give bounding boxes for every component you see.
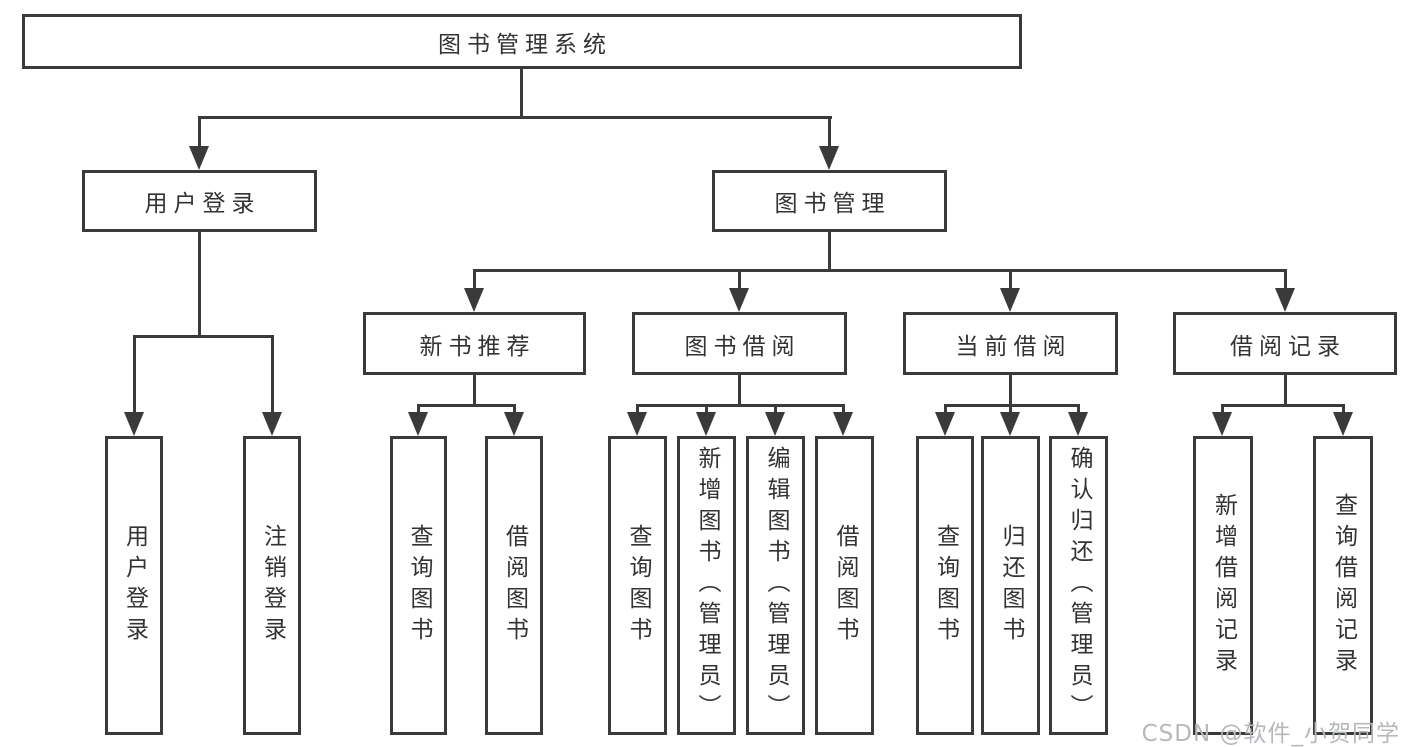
leaf-return-books-label: 归还图书: [998, 523, 1024, 648]
arrow-down-icon: [408, 412, 428, 436]
arrow-down-icon: [262, 412, 282, 436]
leaf-query-books-recommend-label: 查询图书: [406, 523, 432, 648]
node-borrow-records-label: 借阅记录: [1230, 333, 1346, 360]
arrow-down-icon: [1068, 412, 1088, 436]
leaf-query-borrow-record-label: 查询借阅记录: [1330, 492, 1357, 679]
connector-line: [705, 404, 708, 416]
connector-line: [1342, 404, 1345, 416]
arrow-down-icon: [765, 412, 785, 436]
arrow-down-icon: [504, 412, 524, 436]
connector-line: [1284, 269, 1287, 291]
connector-line: [944, 404, 1080, 407]
leaf-user-login-label: 用户登录: [121, 523, 148, 648]
connector-line: [271, 335, 274, 415]
leaf-user-login: 用户登录: [105, 436, 163, 735]
arrow-down-icon: [1000, 412, 1020, 436]
leaf-borrow-books-recommend-label: 借阅图书: [501, 523, 528, 648]
node-user-login: 用户登录: [82, 170, 317, 232]
leaf-return-books: 归还图书: [981, 436, 1040, 735]
leaf-logout: 注销登录: [243, 436, 301, 735]
node-book-management: 图书管理: [712, 170, 947, 232]
connector-line: [1009, 375, 1012, 407]
connector-line: [133, 335, 136, 415]
connector-line: [774, 404, 777, 416]
node-root: 图书管理系统: [22, 14, 1022, 69]
arrow-down-icon: [124, 412, 144, 436]
node-current-borrow: 当前借阅: [903, 312, 1118, 375]
connector-line: [473, 269, 1286, 272]
connector-line: [198, 116, 832, 119]
leaf-logout-label: 注销登录: [259, 523, 286, 648]
node-root-label: 图书管理系统: [438, 31, 612, 58]
watermark: CSDN @软件_小贺同学: [1141, 721, 1400, 747]
connector-line: [636, 404, 845, 407]
arrow-down-icon: [1275, 288, 1295, 312]
connector-line: [1009, 404, 1012, 416]
connector-line: [1009, 269, 1012, 291]
node-current-borrow-label: 当前借阅: [955, 333, 1072, 360]
connector-line: [513, 404, 516, 416]
arrow-down-icon: [833, 412, 853, 436]
connector-line: [198, 232, 201, 338]
arrow-down-icon: [1212, 412, 1232, 436]
connector-line: [1221, 404, 1345, 407]
connector-line: [417, 404, 516, 407]
leaf-query-books-borrow-label: 查询图书: [625, 523, 651, 648]
connector-line: [1221, 404, 1224, 416]
leaf-query-borrow-record: 查询借阅记录: [1313, 436, 1373, 735]
connector-line: [417, 404, 420, 416]
connector-line: [944, 404, 947, 416]
connector-line: [133, 335, 274, 338]
arrow-down-icon: [627, 412, 647, 436]
leaf-query-books-current: 查询图书: [916, 436, 974, 735]
arrow-down-icon: [189, 146, 209, 170]
node-book-borrow-label: 图书借阅: [684, 333, 801, 360]
arrow-down-icon: [696, 412, 716, 436]
leaf-query-books-borrow: 查询图书: [608, 436, 667, 735]
arrow-down-icon: [1333, 412, 1353, 436]
leaf-query-books-recommend: 查询图书: [390, 436, 447, 735]
connector-line: [198, 116, 201, 150]
leaf-add-books-admin-label: 新增图书（管理员）: [694, 446, 720, 725]
connector-line: [473, 375, 476, 407]
node-new-book-recommend-label: 新书推荐: [419, 333, 536, 360]
leaf-add-borrow-record: 新增借阅记录: [1193, 436, 1253, 735]
connector-line: [473, 269, 476, 291]
node-book-borrow: 图书借阅: [632, 312, 847, 375]
leaf-edit-books-admin: 编辑图书（管理员）: [746, 436, 805, 735]
leaf-confirm-return-admin-label: 确认归还（管理员）: [1066, 446, 1092, 725]
leaf-query-books-current-label: 查询图书: [932, 523, 959, 648]
node-user-login-label: 用户登录: [144, 191, 261, 217]
node-borrow-records: 借阅记录: [1173, 312, 1397, 375]
connector-line: [828, 232, 831, 272]
arrow-down-icon: [729, 288, 749, 312]
node-new-book-recommend: 新书推荐: [363, 312, 586, 375]
arrow-down-icon: [1000, 288, 1020, 312]
leaf-borrow-books-recommend: 借阅图书: [485, 436, 543, 735]
connector-line: [828, 116, 831, 150]
arrow-down-icon: [935, 412, 955, 436]
node-book-management-label: 图书管理: [774, 191, 891, 217]
leaf-borrow-books: 借阅图书: [815, 436, 874, 735]
leaf-add-books-admin: 新增图书（管理员）: [677, 436, 736, 735]
leaf-borrow-books-label: 借阅图书: [832, 523, 858, 648]
arrow-down-icon: [464, 288, 484, 312]
leaf-confirm-return-admin: 确认归还（管理员）: [1049, 436, 1108, 735]
leaf-edit-books-admin-label: 编辑图书（管理员）: [763, 446, 789, 725]
connector-line: [1284, 375, 1287, 407]
connector-line: [520, 69, 523, 117]
connector-line: [738, 269, 741, 291]
connector-line: [1077, 404, 1080, 416]
connector-line: [842, 404, 845, 416]
arrow-down-icon: [819, 146, 839, 170]
connector-line: [738, 375, 741, 407]
leaf-add-borrow-record-label: 新增借阅记录: [1210, 492, 1237, 679]
connector-line: [636, 404, 639, 416]
